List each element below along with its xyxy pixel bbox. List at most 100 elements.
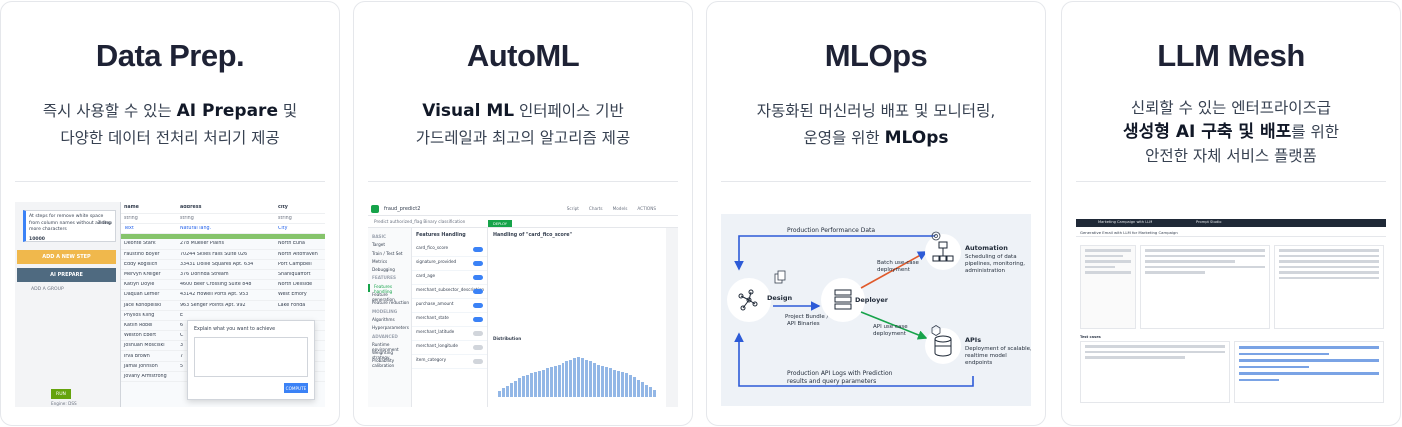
description-highlight: MLOps	[884, 128, 949, 148]
detail-header: Handling of "card_fico_score"	[493, 233, 572, 238]
sidebar-item[interactable]: Metrics	[372, 258, 388, 264]
feature-toggle[interactable]	[473, 289, 483, 294]
feedback-arrow-bottom	[734, 332, 974, 387]
feature-toggle[interactable]	[473, 261, 483, 266]
card-description: 자동화된 머신러닝 배포 및 모니터링,운영을 위한 MLOps	[717, 98, 1035, 152]
deployer-node	[821, 278, 865, 322]
sidebar-item[interactable]: Train / Test Set	[372, 250, 403, 256]
description-line: 생성형 AI 구축 및 배포를 위한	[1072, 120, 1390, 144]
feature-toggle[interactable]	[473, 275, 483, 280]
tab-actions[interactable]: ACTIONS	[637, 206, 656, 211]
histogram-bar	[585, 359, 589, 397]
tab-models[interactable]: Models	[612, 206, 628, 211]
prepare-step[interactable]: At steps for remove white space from col…	[23, 210, 116, 242]
feature-item[interactable]: signature_provided	[412, 257, 487, 271]
histogram-bar	[597, 364, 601, 397]
mlops-flow-svg: Production Performance Data Production A…	[727, 227, 1031, 387]
batch-label-1: Batch use-case	[877, 260, 920, 266]
feature-name: item_category	[416, 357, 447, 362]
table-cell: Weston Ebert	[124, 333, 157, 339]
compute-button[interactable]: COMPUTE	[284, 383, 308, 393]
table-cell: Deonte Stark	[124, 241, 156, 247]
sidebar-section-heading: MODELING	[372, 308, 398, 314]
text-line	[1279, 265, 1379, 268]
feature-toggle[interactable]	[473, 247, 483, 252]
feature-item[interactable]: merchant_latitude	[412, 327, 487, 341]
sidebar-item[interactable]: Runtime environment	[372, 341, 399, 352]
histogram-bar	[577, 357, 581, 397]
feature-toggle[interactable]	[473, 359, 483, 364]
feature-item[interactable]: item_category	[412, 355, 487, 369]
output-line	[1239, 365, 1309, 368]
run-button[interactable]: RUN	[51, 389, 71, 399]
feature-item[interactable]: merchant_state	[412, 313, 487, 327]
description-text: 운영을 위한	[803, 129, 885, 147]
tab-charts[interactable]: Charts	[588, 206, 603, 211]
prompt-textarea[interactable]	[194, 337, 308, 377]
card-mlops[interactable]: MLOps 자동화된 머신러닝 배포 및 모니터링,운영을 위한 MLOps P…	[706, 1, 1046, 426]
feature-item[interactable]: merchant_longitude	[412, 341, 487, 355]
sidebar-item[interactable]: Algorithms	[372, 316, 395, 322]
description-text: 가드레일과 최고의 알고리즘 제공	[415, 129, 631, 147]
run-label: RUN	[56, 391, 66, 397]
test-cases-table	[1080, 341, 1230, 403]
table-cell: North Euna	[278, 241, 305, 247]
ai-prepare-button[interactable]: AI PREPARE	[17, 268, 116, 282]
add-step-label: ADD A NEW STEP	[42, 254, 91, 260]
sidebar-item[interactable]: Target	[372, 242, 385, 248]
database-icon	[934, 335, 952, 357]
feature-toggle[interactable]	[473, 317, 483, 322]
step-description: At steps for remove white space from col…	[29, 214, 111, 232]
sidebar-item[interactable]: Weighting strategy	[372, 350, 394, 361]
automation-title: Automation	[965, 244, 1008, 252]
feature-toggle[interactable]	[473, 345, 483, 350]
histogram-bar	[648, 387, 652, 397]
table-cell: string	[124, 216, 138, 222]
add-new-step-button[interactable]: ADD A NEW STEP	[17, 250, 116, 264]
histogram-bar	[569, 359, 573, 397]
add-group-button[interactable]: ADD A GROUP	[31, 287, 120, 292]
dataprep-screenshot: At steps for remove white space from col…	[15, 202, 325, 407]
histogram-bar	[545, 368, 549, 397]
gear-icon	[931, 231, 941, 241]
server-icon	[834, 289, 852, 310]
deploy-button[interactable]: DEPLOY	[488, 220, 512, 227]
feature-toggle[interactable]	[473, 331, 483, 336]
sidebar-item[interactable]: Feature generation	[372, 292, 395, 303]
description-line: 자동화된 머신러닝 배포 및 모니터링,	[717, 98, 1035, 125]
table-cell: Text	[124, 226, 134, 232]
batch-label-2: deployment	[877, 267, 911, 273]
sidebar-item[interactable]: Probability calibration	[372, 358, 395, 369]
histogram-bar	[601, 365, 605, 397]
sidebar-item[interactable]: Debugging	[372, 267, 395, 273]
tab-script[interactable]: Script	[566, 206, 579, 211]
table-cell: 7	[180, 353, 184, 359]
prompt-editor[interactable]	[1140, 245, 1270, 329]
output-line	[1239, 346, 1379, 349]
table-cell: 43142 Howell Ports Apt. 953	[180, 292, 249, 298]
sidebar-item[interactable]: Features handling	[368, 283, 411, 294]
description-line: 운영을 위한 MLOps	[717, 125, 1035, 152]
histogram-bar	[498, 390, 501, 397]
card-title: AutoML	[466, 38, 580, 73]
table-cell: Mervyn Kreiger	[124, 272, 161, 278]
feature-item[interactable]: merchant_subsector_description	[412, 285, 487, 299]
feature-item[interactable]: card_age	[412, 271, 487, 285]
sidebar-item[interactable]: Feature reduction	[372, 300, 409, 306]
sidebar-item[interactable]: Hyperparameters	[372, 325, 409, 331]
feature-item[interactable]: purchase_amount	[412, 299, 487, 313]
feature-toggle[interactable]	[473, 303, 483, 308]
table-cell: Joshuah Mosciski	[124, 343, 165, 349]
description-line: 즉시 사용할 수 있는 AI Prepare 및	[11, 98, 329, 125]
app-logo-icon	[371, 205, 379, 213]
feature-item[interactable]: card_fico_score	[412, 243, 487, 257]
